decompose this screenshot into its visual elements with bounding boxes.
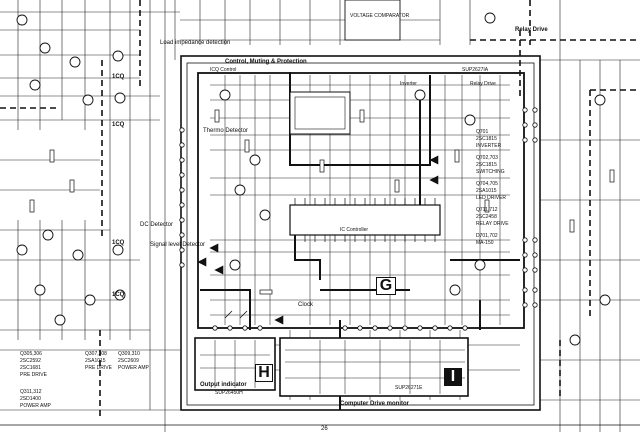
part-left-6: PRE DRIVE (85, 365, 112, 371)
part-right-2: INVERTER (476, 143, 502, 149)
part-right-0: Q701 (476, 129, 489, 135)
part-left-11: 2SD1400 (20, 396, 41, 402)
part-right-9: Q711,712 (476, 207, 498, 213)
part-left-10: Q311,312 (20, 389, 42, 395)
label-clock: Clock (298, 302, 314, 308)
part-right-7: 2SA1015 (476, 188, 497, 194)
part-right-10: 2SC2458 (476, 214, 497, 220)
part-left-2: 2SC1681 (20, 365, 41, 371)
label-relay-drive-top: Relay Drive (515, 27, 548, 33)
part-right-8: LED DRIVER (476, 195, 507, 201)
label-computer-drive-monitor: Computer Drive monitor (340, 401, 410, 407)
part-right-5: SWITCHING (476, 169, 505, 175)
part-right-11: RELAY DRIVE (476, 221, 509, 227)
part-left-0: Q305,306 (20, 351, 42, 357)
part-left-7: Q309,310 (118, 351, 140, 357)
part-left-9: POWER AMP (118, 365, 149, 371)
part-left-3: PRE DRIVE (20, 372, 47, 378)
label-icq-2: 1CQ (112, 122, 125, 128)
part-left-1: 2SC2592 (20, 358, 41, 364)
label-sup-a: SUP2627IA (462, 67, 489, 73)
part-left-12: POWER AMP (20, 403, 51, 409)
label-icq-control: ICQ Control (210, 67, 237, 73)
part-left-5: 2SA1015 (85, 358, 106, 364)
label-load-impedance: Load impedance detection (160, 40, 231, 46)
label-ic-controller: IC Controller (340, 227, 369, 233)
label-sup-h: SUP26450H (215, 390, 243, 396)
label-icq-4: 1CQ (112, 292, 125, 298)
part-right-3: Q702,703 (476, 155, 498, 161)
label-control-muting: Control, Muting & Protection (225, 59, 307, 65)
board-letter-g: G (376, 277, 396, 295)
label-output-indicator: Output indicator (200, 382, 247, 388)
label-icq-1: 1CQ (112, 74, 125, 80)
part-right-1: 2SC1815 (476, 136, 497, 142)
label-icq-3: 1CQ (112, 240, 125, 246)
label-page-number: 26 (321, 426, 328, 432)
label-inverter: Inverter (400, 81, 417, 87)
part-left-4: Q307,308 (85, 351, 107, 357)
label-thermo-detector: Thermo Detector (203, 128, 249, 134)
part-right-12: D701,702 (476, 233, 498, 239)
part-right-6: Q704,705 (476, 181, 498, 187)
part-right-13: MA-150 (476, 240, 494, 246)
board-letter-i: I (444, 368, 462, 386)
board-letter-h: H (255, 364, 273, 382)
label-sup-e: SUP26271E (395, 385, 423, 391)
part-left-8: 2SC2609 (118, 358, 139, 364)
label-relay-drive-inner: Relay Drive (470, 81, 496, 87)
part-right-4: 2SC1815 (476, 162, 497, 168)
label-dc-detector: DC Detector (140, 222, 174, 228)
label-voltage-comparator: VOLTAGE COMPARATOR (350, 13, 410, 19)
label-signal-level-detector: Signal level Detector (150, 242, 206, 248)
